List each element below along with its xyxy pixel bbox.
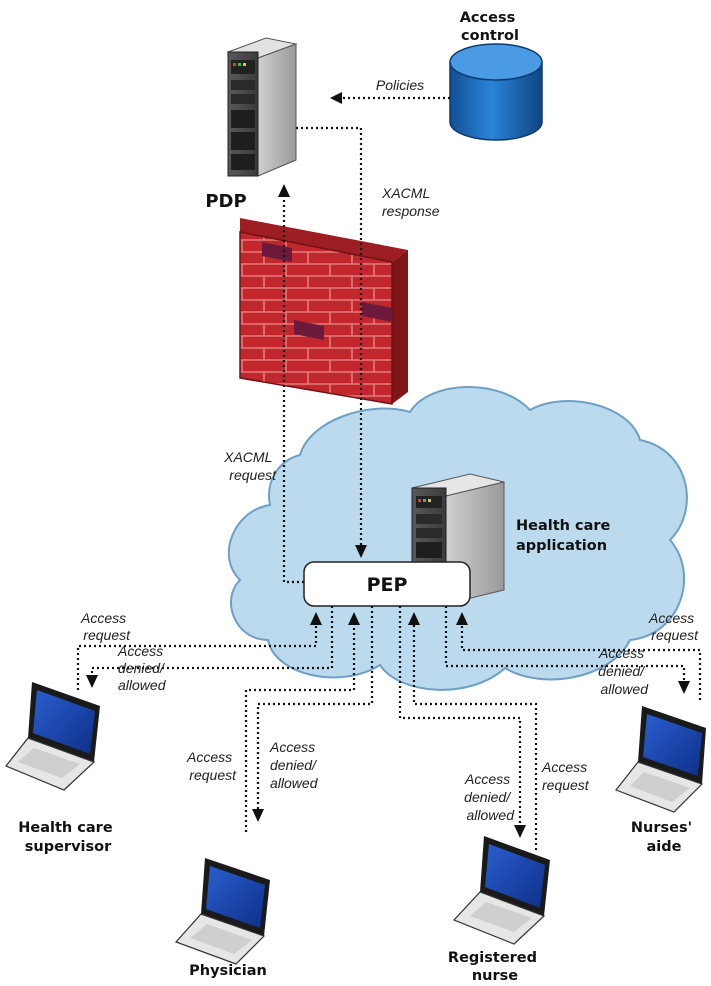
firewall-icon <box>239 218 408 405</box>
xacml-request-label: XACML request <box>223 449 277 483</box>
registered-nurse-label: Registered nurse <box>448 950 542 984</box>
nurse-access-denied-label: Access denied/ allowed <box>464 771 515 823</box>
health-care-application-label: Health care application <box>516 518 615 554</box>
physician-request-flow <box>244 624 356 832</box>
xacml-request-flow <box>282 196 304 584</box>
pdp-label: PDP <box>205 191 246 212</box>
aide-response-flow <box>444 606 686 682</box>
nurse-request-flow <box>412 624 538 850</box>
aide-access-request-label: Access request <box>648 610 699 643</box>
physician-response-flow <box>256 606 374 810</box>
physician-access-request-label: Access request <box>186 749 237 783</box>
flow-lines <box>76 92 702 850</box>
supervisor-request-flow <box>76 624 318 690</box>
xacml-response-flow <box>296 126 363 545</box>
pep-node: PEP <box>303 561 471 607</box>
access-control-database-icon <box>449 43 543 141</box>
aide-access-denied-label: Access denied/ allowed <box>598 645 649 697</box>
supervisor-access-denied-label: Access denied/ allowed <box>117 643 168 693</box>
physician-label: Physician <box>189 963 267 979</box>
nurse-response-flow <box>398 606 522 826</box>
pep-label: PEP <box>367 574 408 596</box>
access-control-label: Access control <box>460 10 521 44</box>
supervisor-laptop-icon <box>5 682 100 791</box>
policies-label: Policies <box>376 77 424 93</box>
health-care-supervisor-label: Health care supervisor <box>18 820 117 855</box>
physician-laptop-icon <box>174 858 270 965</box>
xacml-response-label: XACML response <box>381 185 440 219</box>
physician-access-denied-label: Access denied/ allowed <box>269 739 320 791</box>
pdp-server-icon <box>226 37 298 177</box>
nurses-aide-laptop-icon <box>615 706 706 813</box>
supervisor-access-request-label: Access request <box>80 610 131 643</box>
node-labels: Access control PDP Health care applicati… <box>18 10 697 984</box>
edge-labels: Policies XACML response XACML request Ac… <box>80 77 699 823</box>
nurses-aide-label: Nurses' aide <box>631 820 697 855</box>
supervisor-response-flow <box>90 606 334 676</box>
registered-nurse-laptop-icon <box>452 836 550 945</box>
nurse-access-request-label: Access request <box>541 759 591 793</box>
aide-request-flow <box>460 624 702 700</box>
